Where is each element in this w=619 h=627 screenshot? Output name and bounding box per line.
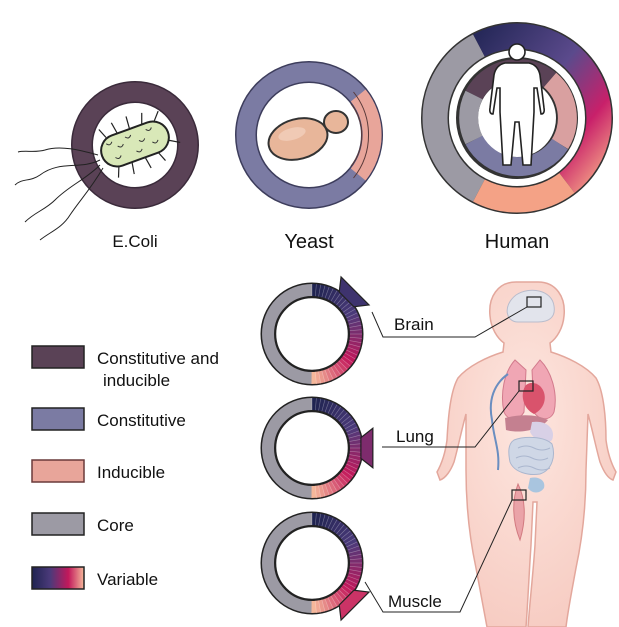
human-group: Human: [435, 36, 599, 253]
yeast-label: Yeast: [284, 231, 334, 253]
tissue-ring-center: [276, 527, 349, 600]
ecoli-group: E.Coli: [15, 92, 188, 251]
legend-label-line2: inducible: [103, 371, 170, 390]
tissue-label-brain: Brain: [394, 315, 434, 334]
tissue-ring-center: [276, 298, 349, 371]
tissue-rings: [268, 277, 373, 620]
legend-label: Constitutive: [97, 411, 186, 430]
tissue-label-lung: Lung: [396, 427, 434, 446]
ecoli-label: E.Coli: [112, 232, 157, 251]
human-inner-core: [469, 95, 474, 140]
yeast-group: Yeast: [246, 72, 372, 253]
legend-label: Core: [97, 516, 134, 535]
tissue-label-muscle: Muscle: [388, 592, 442, 611]
tissue-ring-center: [276, 412, 349, 485]
legend-swatch: [32, 460, 84, 482]
legend-item-constitutive-inducible: Constitutive and inducible: [32, 346, 219, 390]
tissue-ring-muscle: [268, 513, 369, 620]
legend-swatch: [32, 513, 84, 535]
human-outer-inducible: [479, 183, 567, 200]
tissue-ring-highlight-tab: [361, 428, 373, 468]
legend-item-core: Core: [32, 513, 134, 535]
legend-item-inducible: Inducible: [32, 460, 165, 482]
legend-label: Constitutive and: [97, 349, 219, 368]
legend-swatch: [32, 346, 84, 368]
human-label: Human: [485, 231, 549, 253]
legend-item-variable: Variable: [32, 567, 158, 589]
legend-label: Inducible: [97, 463, 165, 482]
human-body-anatomy: [437, 282, 616, 627]
tissue-ring-lung: [268, 398, 373, 498]
legend-swatch: [32, 408, 84, 430]
tissue-ring-brain: [268, 277, 369, 384]
intestines-icon: [509, 437, 554, 474]
legend-item-constitutive: Constitutive: [32, 408, 186, 430]
yeast-ring-inducible: [358, 96, 372, 175]
yeast-cell-icon: [264, 111, 348, 166]
legend: Constitutive and inducible Constitutive …: [32, 346, 219, 589]
legend-swatch: [32, 567, 84, 589]
legend-label: Variable: [97, 570, 158, 589]
